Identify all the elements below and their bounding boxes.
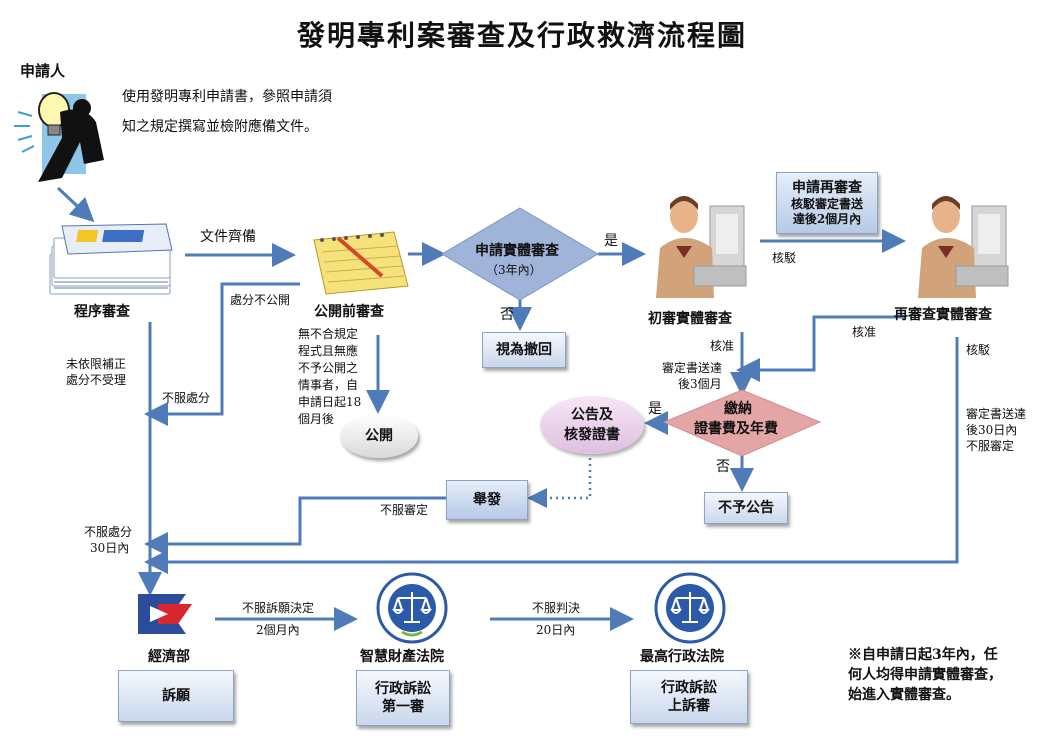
decision-sent-line2: 後3個月 xyxy=(678,377,722,391)
appeal-label: 訴願 xyxy=(162,688,190,704)
re-examination-label: 再審查實體審查 xyxy=(894,307,992,323)
decision-sent-line1: 審定書送達 xyxy=(662,361,723,375)
yes-label-1: 是 xyxy=(604,233,618,249)
disagree-decision-label: 不服審定 xyxy=(380,503,429,517)
pay-fee-line1: 繳納 xyxy=(724,401,752,417)
pub-cond-line2: 程式且無應 xyxy=(298,344,359,358)
pre-publication-review-label: 公開前審查 xyxy=(314,304,384,320)
pub-cond-line4: 情事者，自 xyxy=(298,378,359,392)
disagree-30-line1: 不服處分 xyxy=(84,525,133,539)
no-label-1: 否 xyxy=(500,307,514,323)
announce-line2: 核發證書 xyxy=(564,427,620,443)
no-label-2: 否 xyxy=(716,459,730,475)
no-announce-label: 不予公告 xyxy=(718,500,774,516)
admin-first-box: 行政訴訟 第一審 xyxy=(356,670,450,726)
admin-appeal-line2: 上訴審 xyxy=(668,698,710,714)
applicant-note-line1: 使用發明專利申請書，參照申請須 xyxy=(122,89,332,105)
appeal-box: 訴願 xyxy=(118,670,234,722)
docs-complete-label: 文件齊備 xyxy=(200,229,256,245)
footnote-line2: 何人均得申請實體審查， xyxy=(848,667,1002,683)
applicant-note-line2: 知之規定撰寫並檢附應備文件。 xyxy=(122,119,318,135)
examiner-icon xyxy=(650,188,750,298)
applicant-icon xyxy=(14,82,114,190)
disagree-appeal-line2: 2個月內 xyxy=(256,623,300,637)
pub-cond-line1: 無不合規定 xyxy=(298,327,359,341)
disagree-judgment-line2: 20日內 xyxy=(536,623,576,637)
rejected-label-2: 核駁 xyxy=(966,343,991,357)
page-title: 發明專利案審查及行政救濟流程圖 xyxy=(296,19,747,52)
admin-first-line2: 第一審 xyxy=(382,699,424,715)
footnote-line3: 始進入實體審查。 xyxy=(848,687,960,703)
disagree-judgment-line1: 不服判決 xyxy=(532,601,581,615)
announce-line1: 公告及 xyxy=(571,407,613,423)
notepad-icon xyxy=(308,228,412,298)
not-corrected-line1: 未依限補正 xyxy=(66,357,127,371)
report-box: 舉發 xyxy=(446,480,528,520)
first-examination-label: 初審實體審查 xyxy=(648,311,732,327)
no-announce-box: 不予公告 xyxy=(704,492,788,524)
not-public-disposal-label: 處分不公開 xyxy=(230,293,291,307)
supreme-court-seal-icon xyxy=(650,572,730,644)
applicant-label: 申請人 xyxy=(20,62,66,80)
reexam-sent-line2: 後30日內 xyxy=(966,423,1018,437)
substantive-request-line1: 申請實體審查 xyxy=(475,243,559,259)
disagree-30-line2: 30日內 xyxy=(90,541,130,555)
publication-label: 公開 xyxy=(365,428,393,444)
pay-fee-line2: 證書費及年費 xyxy=(694,421,778,437)
not-corrected-line2: 處分不受理 xyxy=(66,373,127,387)
supreme-court-label: 最高行政法院 xyxy=(640,649,724,665)
paper-stack-icon xyxy=(48,220,176,298)
moea-logo xyxy=(128,588,202,638)
admin-first-line1: 行政訴訟 xyxy=(375,681,431,697)
reexam-request-line2: 核駁審定書送 xyxy=(790,197,863,211)
approved-label-1: 核准 xyxy=(710,339,735,353)
disagree-appeal-line1: 不服訴願決定 xyxy=(242,601,315,615)
report-label: 舉發 xyxy=(473,492,501,508)
ip-court-label: 智慧財產法院 xyxy=(360,649,444,665)
substantive-request-line2: （3年內） xyxy=(486,263,542,277)
reexam-request-line3: 達後2個月內 xyxy=(792,212,862,226)
approved-label-2: 核准 xyxy=(852,325,877,339)
rejected-label-1: 核駁 xyxy=(772,251,797,265)
footnote-line1: ※自申請日起3年內，任 xyxy=(848,647,998,663)
deemed-withdrawn-label: 視為撤回 xyxy=(496,342,552,358)
ip-court-seal-icon xyxy=(372,572,452,644)
pub-cond-line6: 個月後 xyxy=(298,412,335,426)
deemed-withdrawn-box: 視為撤回 xyxy=(482,332,566,368)
admin-appeal-box: 行政訴訟 上訴審 xyxy=(630,670,748,724)
moea-label: 經濟部 xyxy=(148,649,190,665)
yes-label-2: 是 xyxy=(648,401,662,417)
reexam-sent-line1: 審定書送達 xyxy=(966,407,1027,421)
pub-cond-line3: 不予公開之 xyxy=(298,361,359,375)
reexam-sent-line3: 不服審定 xyxy=(966,439,1015,453)
reexam-request-line1: 申請再審查 xyxy=(792,180,862,196)
reexam-request-box: 申請再審查 核駁審定書送 達後2個月內 xyxy=(776,172,878,234)
disagree-disposal-label: 不服處分 xyxy=(162,391,211,405)
admin-appeal-line1: 行政訴訟 xyxy=(661,680,717,696)
pub-cond-line5: 申請日起18 xyxy=(298,395,362,409)
procedural-review-label: 程序審查 xyxy=(74,304,130,320)
announce-node: 公告及 核發證書 xyxy=(540,396,644,454)
publication-node: 公開 xyxy=(340,414,418,458)
reexaminer-icon xyxy=(912,188,1012,298)
